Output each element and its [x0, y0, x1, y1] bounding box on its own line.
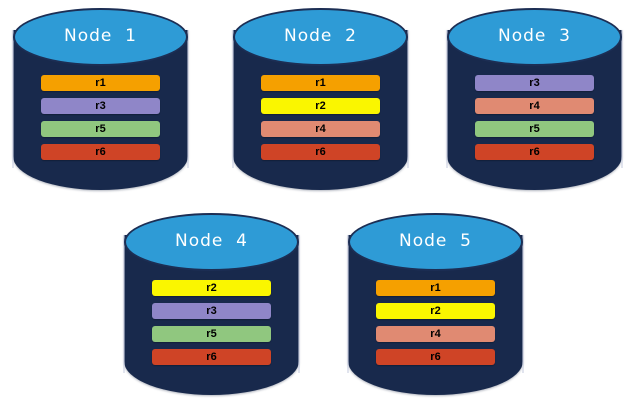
node-top-ellipse	[13, 8, 188, 66]
replica-list: r2 r3 r5 r6	[152, 280, 271, 365]
node-label: Node 2	[284, 26, 357, 46]
node-top-ellipse	[124, 213, 299, 271]
replica-bar[interactable]: r2	[261, 98, 380, 114]
replica-list: r1 r3 r5 r6	[41, 75, 160, 160]
replica-bar[interactable]: r2	[376, 303, 495, 319]
node-label: Node 1	[64, 26, 137, 46]
replica-bar[interactable]: r6	[41, 144, 160, 160]
replica-bar[interactable]: r5	[475, 121, 594, 137]
replica-bar[interactable]: r2	[152, 280, 271, 296]
node-label: Node 5	[399, 231, 472, 251]
replica-bar[interactable]: r3	[475, 75, 594, 91]
replica-bar[interactable]: r6	[475, 144, 594, 160]
node-cylinder[interactable]: Node 5 r1 r2 r4 r6	[347, 213, 524, 403]
node-top-ellipse	[233, 8, 408, 66]
replica-bar[interactable]: r6	[152, 349, 271, 365]
replica-bar[interactable]: r3	[41, 98, 160, 114]
replica-bar[interactable]: r1	[376, 280, 495, 296]
replica-bar[interactable]: r5	[41, 121, 160, 137]
replica-bar[interactable]: r4	[261, 121, 380, 137]
replica-list: r1 r2 r4 r6	[376, 280, 495, 365]
replica-bar[interactable]: r1	[261, 75, 380, 91]
replica-bar[interactable]: r6	[376, 349, 495, 365]
node-label: Node 4	[175, 231, 248, 251]
replica-bar[interactable]: r6	[261, 144, 380, 160]
replica-bar[interactable]: r5	[152, 326, 271, 342]
node-cylinder[interactable]: Node 3 r3 r4 r5 r6	[446, 8, 623, 198]
node-label: Node 3	[498, 26, 571, 46]
node-cylinder[interactable]: Node 1 r1 r3 r5 r6	[12, 8, 189, 198]
replica-bar[interactable]: r4	[475, 98, 594, 114]
replica-list: r1 r2 r4 r6	[261, 75, 380, 160]
replica-bar[interactable]: r4	[376, 326, 495, 342]
node-top-ellipse	[447, 8, 622, 66]
node-top-ellipse	[348, 213, 523, 271]
replica-bar[interactable]: r3	[152, 303, 271, 319]
node-cylinder[interactable]: Node 4 r2 r3 r5 r6	[123, 213, 300, 403]
node-cylinder[interactable]: Node 2 r1 r2 r4 r6	[232, 8, 409, 198]
replica-bar[interactable]: r1	[41, 75, 160, 91]
replica-list: r3 r4 r5 r6	[475, 75, 594, 160]
